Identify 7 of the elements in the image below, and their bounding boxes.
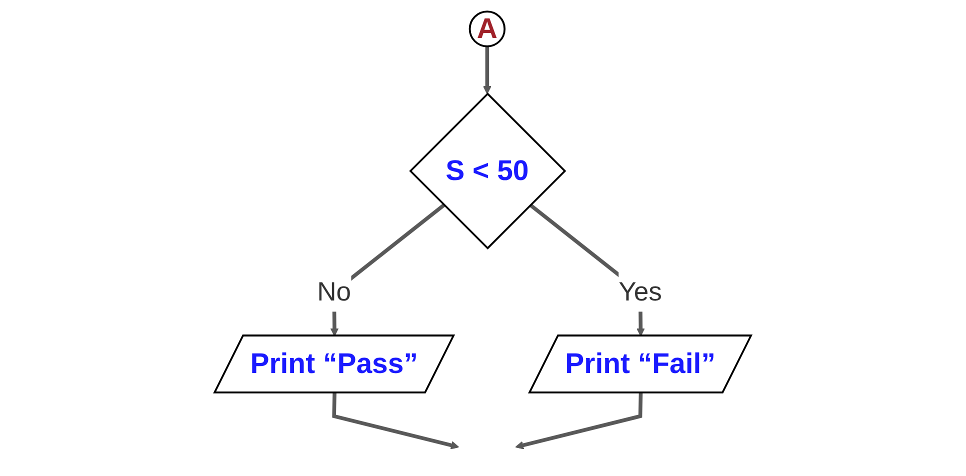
edge-label: Yes [618, 276, 662, 306]
arrow [515, 392, 643, 450]
node-circle: A [469, 10, 506, 48]
arrow [483, 46, 492, 94]
edge-label: No [317, 276, 352, 306]
arrow [332, 392, 460, 450]
node-diamond: S < 50 [409, 92, 566, 250]
